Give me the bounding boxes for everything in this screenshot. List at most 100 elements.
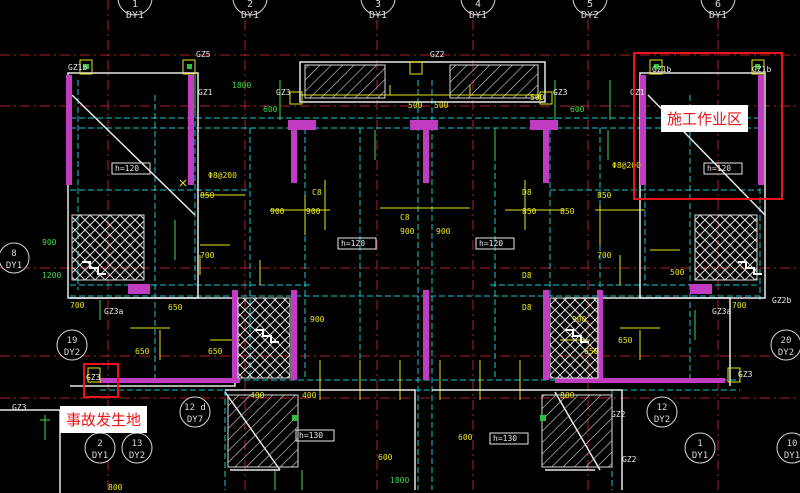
- column-symbols-green: [84, 64, 760, 421]
- tag-gz3a-left: GZ3a: [104, 307, 123, 316]
- tag-gz1b-r1: GZ1b: [652, 65, 671, 74]
- dim-600-c: 600: [263, 105, 278, 114]
- tag-gz1-right: GZ1: [630, 88, 645, 97]
- slab-h120-a: h=120: [115, 164, 139, 173]
- dim-d8-a: D8: [522, 188, 532, 197]
- slab-h120-c: h=120: [479, 239, 503, 248]
- axis-tag-b1: DY1: [92, 451, 108, 461]
- work-area-label: 施工作业区: [661, 105, 749, 132]
- axis-label-b3: 12 d: [184, 403, 206, 413]
- axis-label-1: 1: [132, 0, 138, 10]
- dim-600-d: 600: [570, 105, 585, 114]
- axis-tag-20: DY2: [778, 348, 794, 358]
- tag-gz3a-right: GZ3a: [712, 307, 731, 316]
- tag-gz2: GZ2: [430, 50, 445, 59]
- axis-tag-b3: DY7: [187, 415, 203, 425]
- dim-700-d: 700: [732, 301, 747, 310]
- dim-1800: 1800: [232, 81, 251, 90]
- dim-900-d: 900: [436, 227, 451, 236]
- dim-400-b: 400: [250, 391, 265, 400]
- dim-500-d: 500: [530, 93, 545, 102]
- dim-900-left: 900: [42, 238, 57, 247]
- axis-label-6: 6: [715, 0, 721, 10]
- work-area-highlight: [633, 52, 783, 200]
- axis-label-b6: 10: [787, 439, 798, 449]
- dim-900-f: 900: [572, 315, 587, 324]
- slab-h130-b: h=130: [493, 434, 517, 443]
- tag-gz1-left: GZ1: [198, 88, 213, 97]
- dim-850-d: 850: [597, 191, 612, 200]
- rebar-spec-b: Φ8@200: [612, 161, 641, 170]
- axis-tag-3: DY1: [369, 10, 387, 21]
- green-dimension-lines: [40, 75, 696, 490]
- dim-400-a: 400: [302, 391, 317, 400]
- rebar-spec-a: Φ8@200: [208, 171, 237, 180]
- dim-500-b: 500: [408, 101, 423, 110]
- dim-800-a: 800: [560, 391, 575, 400]
- dim-650-d: 650: [618, 336, 633, 345]
- axis-tag-2: DY1: [241, 10, 259, 21]
- accident-site-label: 事故发生地: [60, 406, 148, 433]
- dim-c8-b: C8: [400, 213, 410, 222]
- dim-1200-left: 1200: [42, 271, 61, 280]
- shear-wall-bars: [66, 75, 764, 383]
- dim-900-e: 900: [310, 315, 325, 324]
- tag-gz2-bottom: GZ2: [622, 455, 637, 464]
- hatched-slabs: [71, 64, 758, 468]
- dim-600-a: 600: [378, 453, 393, 462]
- axis-tag-8: DY1: [6, 261, 22, 271]
- axis-tag-b6: DY1: [784, 451, 800, 461]
- dim-650-c: 650: [584, 347, 599, 356]
- dim-500-c: 500: [434, 101, 449, 110]
- stair-symbols: [82, 261, 762, 343]
- axis-tag-4: DY1: [469, 10, 487, 21]
- tag-gz2-b: GZ2: [611, 410, 626, 419]
- tag-gz3-left: GZ3: [276, 88, 291, 97]
- axis-label-19: 19: [67, 336, 78, 346]
- tag-gz3-right: GZ3: [553, 88, 568, 97]
- axis-tag-5: DY2: [581, 10, 599, 21]
- axis-tag-b5: DY1: [692, 451, 708, 461]
- axis-tag-6: DY1: [709, 10, 727, 21]
- dim-850-b: 850: [522, 207, 537, 216]
- dim-c8-a: C8: [312, 188, 322, 197]
- dim-900-a: 900: [270, 207, 285, 216]
- side-axis-bubbles: [0, 242, 800, 464]
- dim-850-c: 850: [560, 207, 575, 216]
- axis-label-b4: 12: [657, 403, 668, 413]
- axis-label-b5: 1: [697, 439, 702, 449]
- dim-650-b: 650: [208, 347, 223, 356]
- dim-900-b: 900: [306, 207, 321, 216]
- accident-site-highlight: [83, 363, 119, 398]
- dim-650-e: 650: [168, 303, 183, 312]
- dim-700-c: 700: [70, 301, 85, 310]
- dim-850-a: 850: [200, 191, 215, 200]
- dim-700-b: 700: [597, 251, 612, 260]
- column-symbols: [79, 59, 765, 383]
- axis-label-3: 3: [375, 0, 381, 10]
- dim-d8-b: D8: [522, 271, 532, 280]
- top-axis-bubbles: [117, 0, 736, 16]
- tag-gz3-br: GZ3: [738, 370, 753, 379]
- axis-label-5: 5: [587, 0, 593, 10]
- slab-h120-b: h=120: [341, 239, 365, 248]
- dim-700-a: 700: [200, 251, 215, 260]
- axis-tag-b4: DY2: [654, 415, 670, 425]
- slab-h120-d: h=120: [707, 164, 731, 173]
- dim-900-c: 900: [400, 227, 415, 236]
- axis-label-2: 2: [247, 0, 253, 10]
- dim-1800-bottom: 1800: [390, 476, 409, 485]
- tag-gz3-far: GZ3: [12, 403, 27, 412]
- axis-tag-b2: DY2: [129, 451, 145, 461]
- dim-650-a: 650: [135, 347, 150, 356]
- axis-tag-19: DY2: [64, 348, 80, 358]
- dim-600-b: 600: [458, 433, 473, 442]
- axis-label-4: 4: [475, 0, 481, 10]
- dim-d8-c: D8: [522, 303, 532, 312]
- tag-gz3-accident: GZ3: [86, 373, 101, 382]
- tag-gz2b: GZ2b: [772, 296, 791, 305]
- axis-label-20: 20: [781, 336, 792, 346]
- axis-label-b1: 2: [97, 439, 102, 449]
- dim-800-b: 800: [108, 483, 123, 492]
